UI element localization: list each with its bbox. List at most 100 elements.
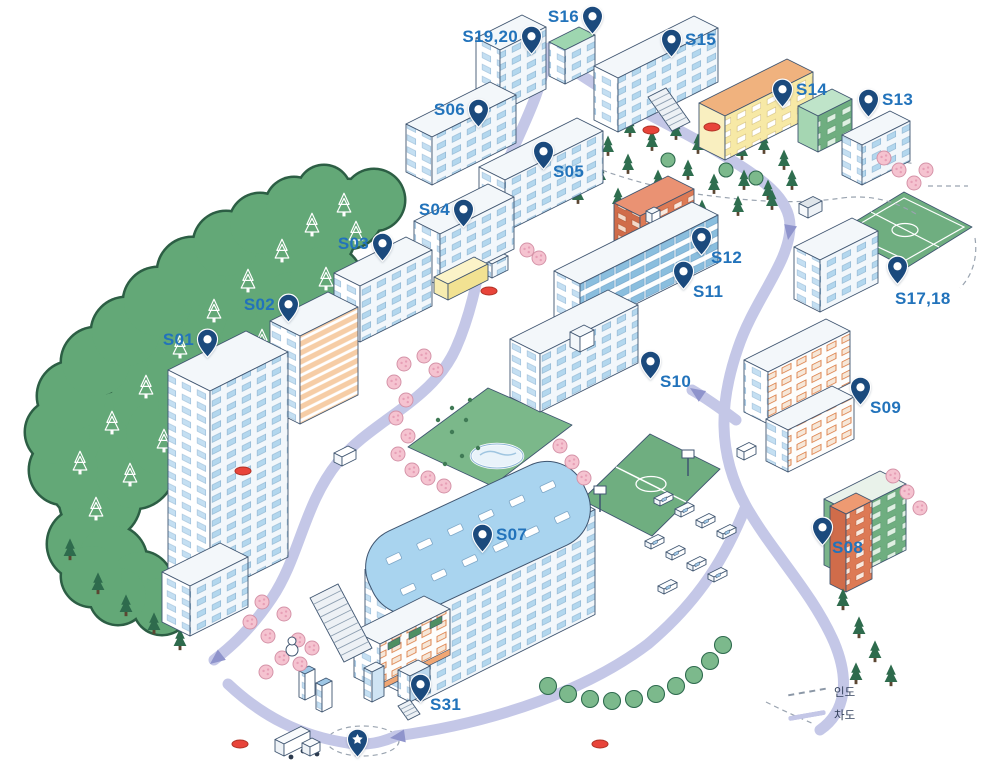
pine-tree-icon <box>138 374 154 399</box>
pine-tree-icon <box>206 298 222 323</box>
blossom-tree-icon <box>552 438 568 454</box>
marker-label: S02 <box>243 295 275 314</box>
pine-tree-icon <box>852 616 866 639</box>
marker-label: S13 <box>882 90 914 109</box>
tree-icon <box>646 684 666 704</box>
bldg-s06 <box>405 81 517 186</box>
pine-tree-icon <box>72 450 88 475</box>
blossom-tree-icon <box>386 374 402 390</box>
blossom-tree-icon <box>906 175 922 191</box>
pine-tree-icon <box>318 266 334 291</box>
bldg-s16 <box>548 26 596 85</box>
road-arrow-icon <box>784 224 798 240</box>
tree-icon <box>748 170 764 186</box>
tree-icon <box>718 162 734 178</box>
car-icon <box>716 524 737 540</box>
cart-icon <box>798 196 823 219</box>
pine-tree-icon <box>119 594 133 617</box>
pine-tree-icon <box>732 195 744 216</box>
marker-label: S01 <box>162 330 194 349</box>
bldg-s04-annex <box>433 256 489 301</box>
bldg-s09-annex <box>765 385 855 473</box>
legend-sidewalk: 인도 <box>788 684 855 700</box>
blossom-tree-icon <box>564 454 580 470</box>
tree-icon <box>660 152 676 168</box>
blossom-tree-icon <box>531 250 547 266</box>
pine-tree-icon <box>682 159 694 180</box>
tree-icon <box>624 689 644 709</box>
car-icon <box>665 545 686 561</box>
car-icon <box>695 513 716 529</box>
bldg-s10-tower <box>569 324 595 353</box>
gate-pillar <box>315 677 333 713</box>
pine-tree-icon <box>147 612 161 635</box>
bldg-s09 <box>743 318 851 425</box>
legend-sidewalk-label: 인도 <box>834 687 856 699</box>
pine-tree-icon <box>868 640 882 663</box>
tree-icon <box>700 651 720 671</box>
tree-icon <box>666 676 686 696</box>
car-icon <box>657 579 678 595</box>
blossom-tree-icon <box>436 478 452 494</box>
car-icon <box>707 567 728 583</box>
blossom-tree-icon <box>885 468 901 484</box>
pine-tree-icon <box>172 334 188 359</box>
blossom-tree-icon <box>416 348 432 364</box>
pine-tree-icon <box>849 662 863 685</box>
roadway-line-swatch <box>787 709 827 721</box>
car-icon <box>674 502 695 518</box>
pine-tree-icon <box>646 130 658 151</box>
gate-pillar <box>298 665 316 701</box>
stairs <box>647 87 691 132</box>
bldg-s15 <box>593 15 719 133</box>
blossom-tree-icon <box>274 650 290 666</box>
blossom-tree-icon <box>390 446 406 462</box>
blossom-tree-icon <box>242 614 258 630</box>
tree-icon <box>580 689 600 709</box>
red-disc <box>480 286 498 296</box>
red-disc <box>234 466 252 476</box>
marker-label: S03 <box>337 234 369 253</box>
pine-tree-icon <box>274 238 290 263</box>
marker-label: S14 <box>796 80 828 99</box>
tree-icon <box>602 691 622 711</box>
road-arrow-icon <box>690 388 707 402</box>
pine-tree-icon <box>786 169 798 190</box>
blossom-tree-icon <box>258 664 274 680</box>
pine-tree-icon <box>173 628 187 651</box>
map-legend: 인도 차도 <box>787 684 856 723</box>
car-icon <box>644 534 665 550</box>
sports-fields-and-park <box>407 191 973 537</box>
gate-kiosk <box>363 661 385 703</box>
blossom-tree-icon <box>876 150 892 166</box>
blossom-tree-icon <box>912 500 928 516</box>
red-disc <box>642 125 660 135</box>
blossom-tree-icon <box>576 470 592 486</box>
pine-tree-icon <box>304 212 320 237</box>
bldg-s17-18 <box>793 217 879 313</box>
red-disc <box>231 739 249 749</box>
pine-tree-icon <box>88 496 104 521</box>
road-arrow-icon <box>390 729 406 743</box>
legend-roadway-label: 차도 <box>834 710 856 722</box>
pine-tree-icon <box>240 268 256 293</box>
blossom-tree-icon <box>404 462 420 478</box>
stairs <box>397 699 421 721</box>
marker-label: S09 <box>870 398 902 417</box>
road-arrow-icon <box>210 649 226 664</box>
marker-label: S31 <box>430 695 462 714</box>
blossom-tree-icon <box>398 392 414 408</box>
truck-cab <box>301 737 321 757</box>
blossom-tree-icon <box>519 242 535 258</box>
blossom-tree-icon <box>891 162 907 178</box>
pine-tree-icon <box>91 572 105 595</box>
marker-label: S07 <box>496 525 528 544</box>
car-icon <box>653 491 674 507</box>
blossom-tree-icon <box>396 356 412 372</box>
pine-tree-icon <box>63 538 77 561</box>
van-icon <box>736 442 757 461</box>
legend-roadway: 차도 <box>787 707 856 723</box>
marker-label: S16 <box>547 7 579 26</box>
